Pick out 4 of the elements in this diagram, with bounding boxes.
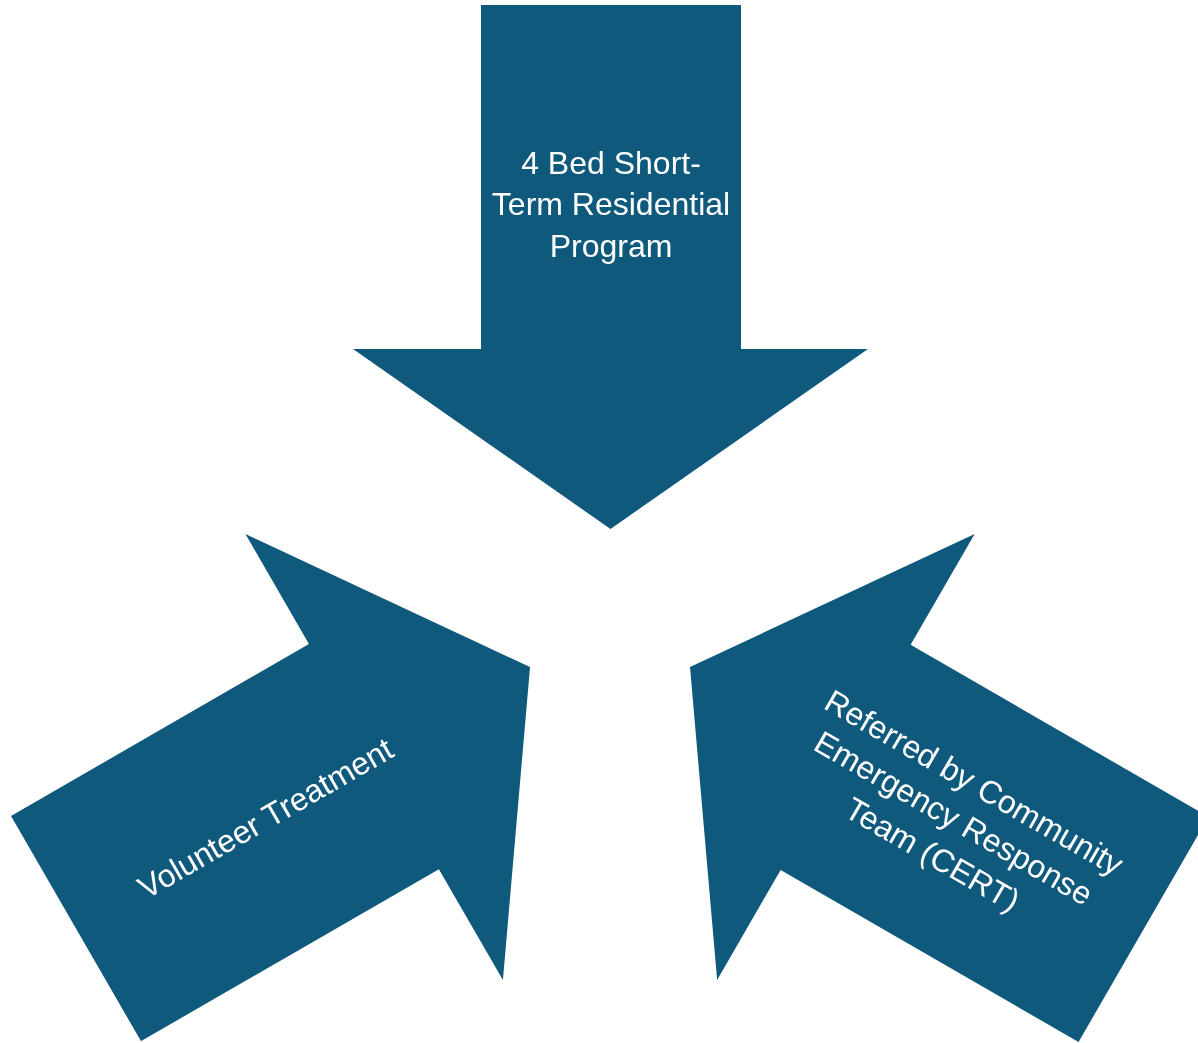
arrow-label: 4 Bed Short-Term Residential Program — [490, 143, 732, 266]
block-arrow — [353, 5, 868, 529]
block-arrow — [690, 534, 1198, 1042]
block-arrow — [10, 534, 530, 1042]
